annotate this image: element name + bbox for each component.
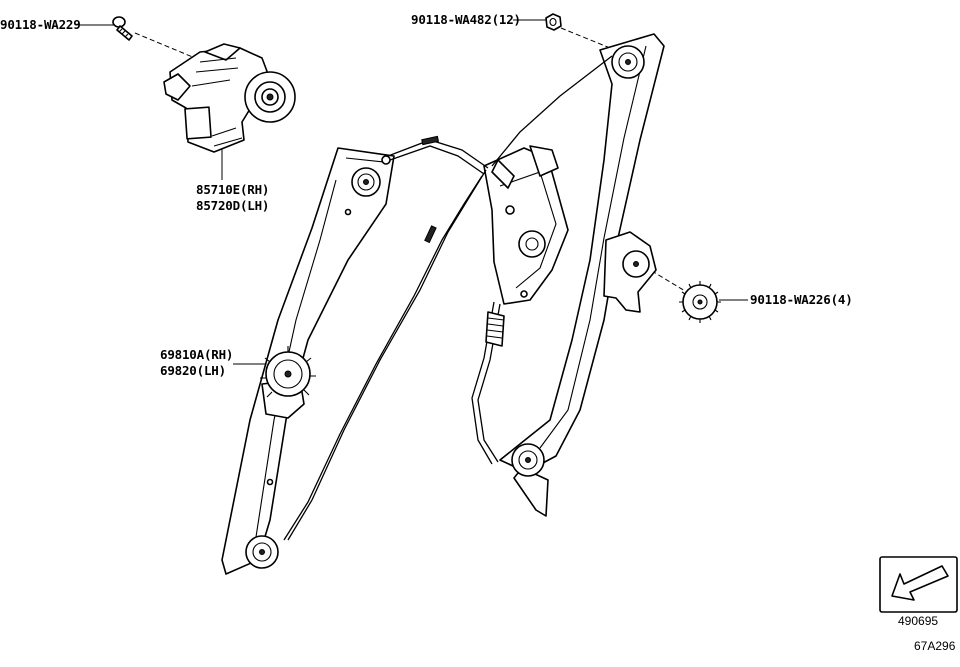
front-direction-arrow-icon [879, 556, 958, 613]
nut-assembly-line [560, 27, 616, 51]
motor-lh-label: 85720D(LH) [196, 198, 270, 213]
regulator-cables [283, 55, 613, 541]
gear-icon [679, 281, 721, 323]
window-motor-icon [163, 43, 296, 153]
screw-icon [112, 16, 133, 41]
cable-drum-housing [483, 145, 569, 305]
rear-rail [499, 33, 665, 517]
pulley-rh-label: 69810A(RH) [160, 347, 234, 362]
motor-rh-label: 85710E(RH) [196, 182, 270, 197]
screw-assembly-line [134, 32, 196, 59]
nut-icon [545, 13, 562, 31]
page-code: 67A296 [914, 639, 956, 653]
gear-label: 90118-WA226(4) [750, 292, 853, 307]
front-rail [221, 147, 395, 575]
front-pulley-icon [260, 346, 316, 419]
screw-label: 90118-WA229 [0, 17, 81, 32]
pulley-lh-label: 69820(LH) [160, 363, 226, 378]
rear-mount-bracket [603, 231, 657, 313]
diagram-number: 490695 [898, 614, 939, 628]
nut-label: 90118-WA482(12) [411, 12, 521, 27]
gear-assembly-line [641, 264, 691, 295]
